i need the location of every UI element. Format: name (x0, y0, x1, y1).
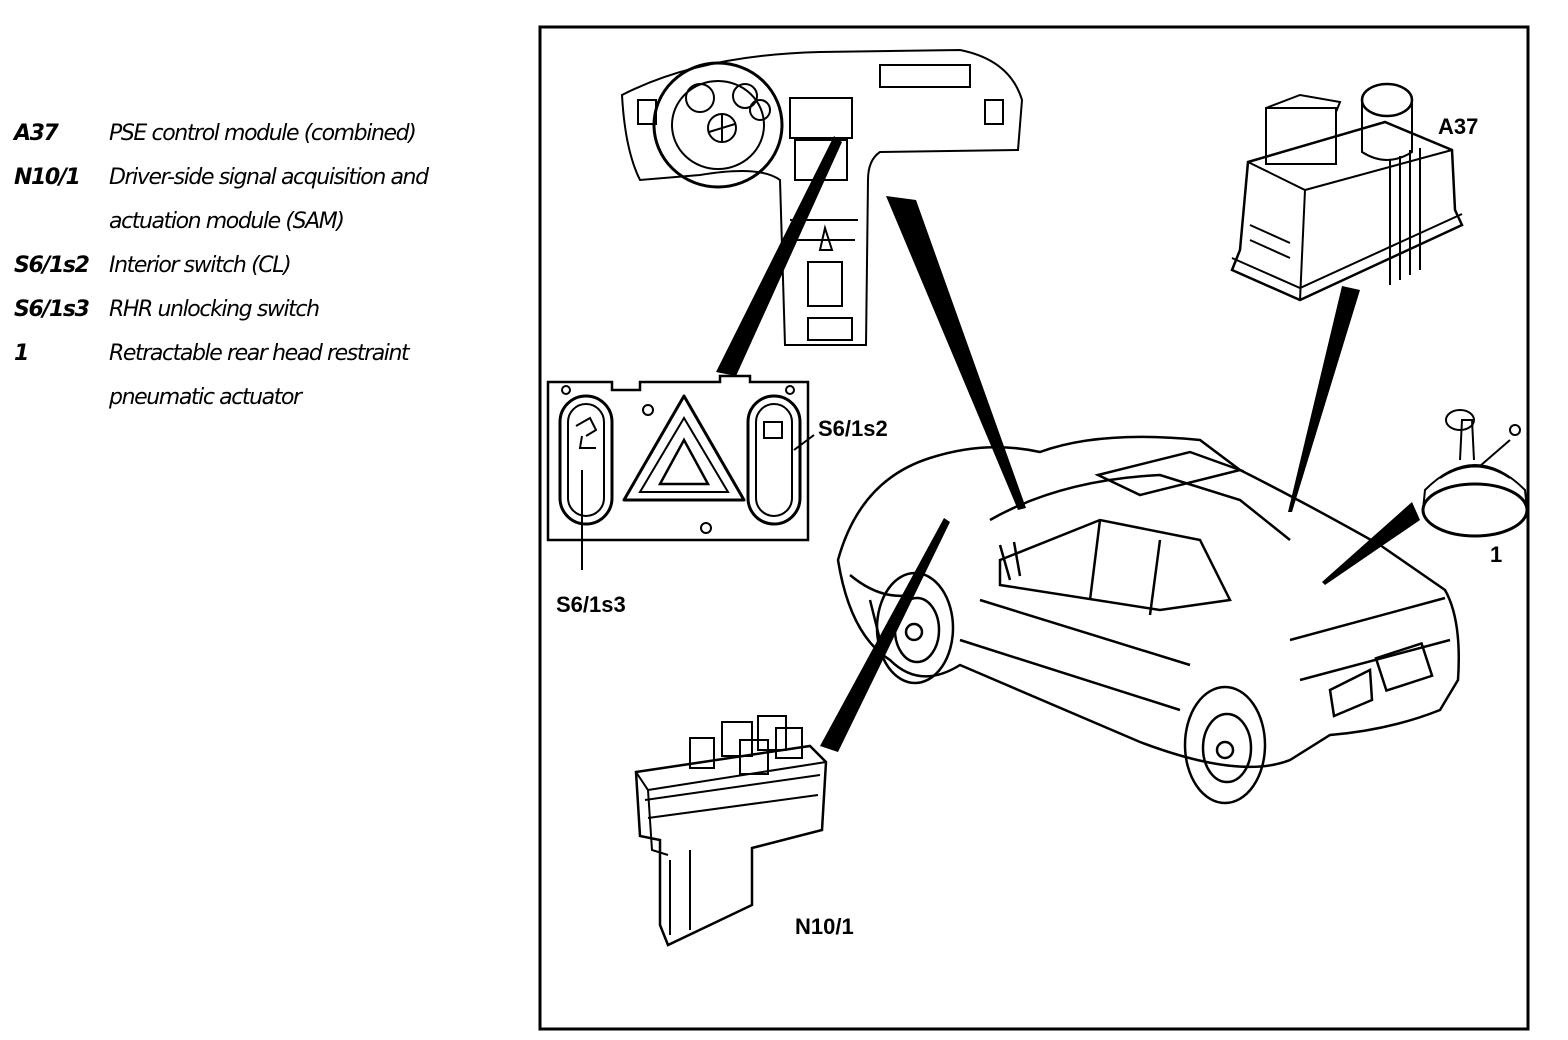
legend-item-a37: A37 PSE control module (combined) (14, 112, 514, 156)
car-illustration (836, 435, 1461, 805)
a37-control-module-illustration (1230, 82, 1464, 302)
legend-code: A37 (14, 121, 59, 146)
legend-item-s6-1s3: S6/1s3 RHR unlocking switch (14, 288, 514, 332)
pointer-wedges (716, 136, 1420, 752)
legend-description: Retractable rear head restraint pneumati… (109, 341, 410, 410)
callout-1: 1 (1490, 542, 1502, 567)
legend-description: Interior switch (CL) (109, 253, 292, 278)
pointer-car-to-n10-1 (820, 518, 950, 752)
legend-description: PSE control module (combined) (109, 121, 417, 146)
dashboard-illustration (620, 48, 1024, 346)
legend-code: 1 (14, 341, 29, 366)
legend-description: Driver-side signal acquisition and actua… (109, 165, 429, 234)
legend-description: RHR unlocking switch (109, 297, 320, 322)
pointer-actuator-to-car (1322, 502, 1420, 585)
pneumatic-actuator-illustration (1421, 409, 1529, 538)
legend: A37 PSE control module (combined) N10/1 … (14, 112, 514, 420)
legend-code: S6/1s3 (14, 297, 90, 322)
pointer-dashboard-to-switch (716, 136, 842, 376)
pointer-a37-to-car (1288, 286, 1360, 512)
pointer-dashboard-to-car (886, 196, 1026, 510)
legend-item-1: 1 Retractable rear head restraint pneuma… (14, 332, 514, 420)
callout-s6-1s2: S6/1s2 (818, 416, 888, 441)
legend-code: S6/1s2 (14, 253, 90, 278)
diagram-frame (538, 25, 1530, 1031)
callout-a37: A37 (1438, 114, 1478, 139)
leader-s6-1s2 (793, 434, 815, 451)
legend-item-n10-1: N10/1 Driver-side signal acquisition and… (14, 156, 514, 244)
callout-s6-1s3: S6/1s3 (556, 592, 626, 617)
legend-item-s6-1s2: S6/1s2 Interior switch (CL) (14, 244, 514, 288)
legend-code: N10/1 (14, 165, 81, 190)
n10-1-sam-module-illustration (634, 715, 828, 947)
switch-panel-illustration (546, 374, 810, 542)
callout-n10-1: N10/1 (795, 914, 854, 939)
